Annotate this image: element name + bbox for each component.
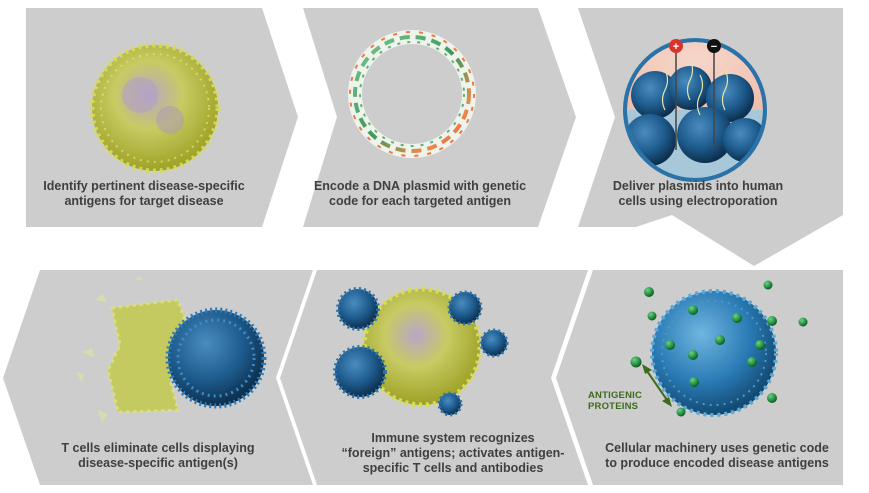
caption-line: specific T cells and antibodies <box>362 461 544 475</box>
antigen-producing-cell-icon <box>650 289 778 417</box>
caption-line: code for each targeted antigen <box>329 194 511 208</box>
panel-encode <box>265 8 576 227</box>
antigenic-proteins-label: ANTIGENIC PROTEINS <box>588 390 668 412</box>
caption-eliminate: T cells eliminate cells displaying disea… <box>28 441 288 471</box>
antigen-arrow-icon <box>642 364 672 407</box>
caption-line: Cellular machinery uses genetic code <box>605 441 829 455</box>
caption-encode: Encode a DNA plasmid with genetic code f… <box>290 179 550 209</box>
antigen-protein-dots <box>630 280 808 417</box>
caption-line: Identify pertinent disease-specific <box>43 179 245 193</box>
caption-line: T cells eliminate cells displaying <box>61 441 255 455</box>
disease-cell-icon <box>89 42 221 174</box>
caption-line: Deliver plasmids into human <box>612 179 784 193</box>
disease-cell-with-t-cells-icon <box>333 286 509 417</box>
caption-line: Immune system recognizes <box>371 431 535 445</box>
caption-line: cells using electroporation <box>618 194 778 208</box>
caption-line: antigens for target disease <box>64 194 224 208</box>
negative-electrode-icon <box>707 39 721 53</box>
caption-line: Encode a DNA plasmid with genetic <box>313 179 527 193</box>
caption-immune: Immune system recognizes “foreign” antig… <box>323 431 583 476</box>
dna-plasmid-icon <box>348 30 476 158</box>
t-cell-eliminating-icon <box>76 276 267 422</box>
minus-sign: − <box>711 41 717 53</box>
caption-line: to produce encoded disease antigens <box>605 456 829 470</box>
positive-electrode-icon <box>669 39 683 53</box>
caption-line: disease-specific antigen(s) <box>78 456 238 470</box>
caption-line: “foreign” antigens; activates antigen- <box>341 446 565 460</box>
caption-machinery: Cellular machinery uses genetic code to … <box>587 441 847 471</box>
caption-deliver: Deliver plasmids into human cells using … <box>568 179 828 209</box>
caption-identify: Identify pertinent disease-specific anti… <box>14 179 274 209</box>
plus-sign: + <box>673 41 679 53</box>
antigenic-proteins-line: PROTEINS <box>588 401 639 412</box>
antigenic-proteins-line: ANTIGENIC <box>588 390 643 401</box>
